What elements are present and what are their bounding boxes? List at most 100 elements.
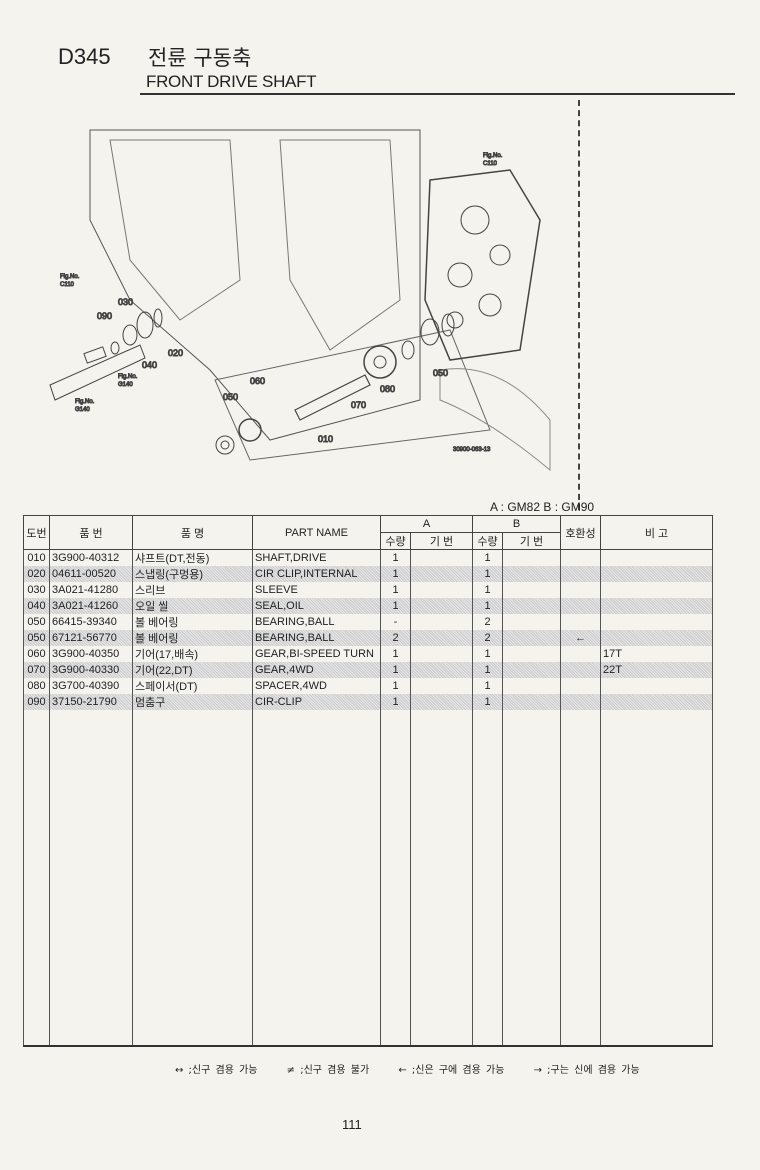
cell-compat — [560, 646, 601, 662]
cell-b-qty: 1 — [472, 582, 503, 598]
cell-part-name: SPACER,4WD — [252, 678, 381, 694]
cell-b-qty: 2 — [472, 614, 503, 630]
cell-part-no: 3G700-40390 — [49, 678, 133, 694]
cell-compat — [560, 582, 601, 598]
callout-050: 050 — [223, 392, 238, 402]
legend-item: ← ;신은 구에 겸용 가능 — [398, 1065, 505, 1076]
cell-remarks — [600, 630, 713, 646]
cell-no: 050 — [23, 614, 50, 630]
cell-serial — [502, 582, 561, 598]
compat-legend: ↔ ;신구 겸용 가능 ≠ ;신구 겸용 불가 ← ;신은 구에 겸용 가능 →… — [175, 1061, 664, 1076]
cell-compat — [560, 566, 601, 582]
empty-cell — [132, 710, 253, 1047]
empty-rows — [23, 710, 713, 1047]
col-remarks: 비 고 — [600, 515, 713, 550]
col-part-no: 품 번 — [49, 515, 133, 550]
cell-serial — [410, 614, 473, 630]
cell-remarks — [600, 549, 713, 566]
cell-a-qty: 1 — [380, 694, 411, 710]
cell-remarks — [600, 678, 713, 694]
cell-serial — [410, 582, 473, 598]
cell-a-qty: 2 — [380, 630, 411, 646]
empty-cell — [472, 710, 503, 1047]
cell-part-no: 3A021-41280 — [49, 582, 133, 598]
cell-compat — [560, 662, 601, 678]
cell-no: 050 — [23, 630, 50, 646]
cell-part-name: SEAL,OIL — [252, 598, 381, 614]
cell-b-qty: 1 — [472, 566, 503, 582]
cell-b-qty: 1 — [472, 646, 503, 662]
cell-part-name: SHAFT,DRIVE — [252, 549, 381, 566]
cell-serial — [410, 646, 473, 662]
cell-name-ko: 멈춤구 — [132, 694, 253, 710]
cell-b-qty: 1 — [472, 598, 503, 614]
fig-ref-label: Fig.No. — [60, 274, 80, 280]
cell-serial — [410, 598, 473, 614]
cell-remarks — [600, 694, 713, 710]
title-korean: 전륜 구동축 — [148, 46, 252, 70]
cell-serial — [502, 549, 561, 566]
cell-serial — [410, 566, 473, 582]
model-legend: A : GM82 B : GM90 — [490, 500, 595, 514]
cell-compat — [560, 694, 601, 710]
cell-remarks: 22T — [600, 662, 713, 678]
legend-item: ≠ ;신구 겸용 불가 — [286, 1065, 370, 1076]
cell-part-name: BEARING,BALL — [252, 630, 381, 646]
cell-no: 040 — [23, 598, 50, 614]
cell-name-ko: 볼 베어링 — [132, 630, 253, 646]
cell-no: 090 — [23, 694, 50, 710]
cell-part-name: GEAR,BI-SPEED TURN — [252, 646, 381, 662]
cell-part-no: 37150-21790 — [49, 694, 133, 710]
cell-b-qty: 2 — [472, 630, 503, 646]
cell-part-no: 3G900-40350 — [49, 646, 133, 662]
fig-ref-c110: C110 — [483, 161, 498, 167]
cell-no: 080 — [23, 678, 50, 694]
cell-a-qty: 1 — [380, 566, 411, 582]
cell-part-no: 3G900-40312 — [49, 549, 133, 566]
col-model-b: B — [472, 515, 561, 533]
cell-name-ko: 스냅링(구멍용) — [132, 566, 253, 582]
cell-serial — [502, 614, 561, 630]
cell-no: 030 — [23, 582, 50, 598]
cell-part-no: 04611-00520 — [49, 566, 133, 582]
fig-ref-label: Fig.No. — [75, 399, 95, 405]
cell-name-ko: 볼 베어링 — [132, 614, 253, 630]
fig-ref-g140: G140 — [118, 382, 133, 388]
cell-a-qty: 1 — [380, 582, 411, 598]
callout-030: 030 — [118, 297, 133, 307]
legend-item: ↔ ;신구 겸용 가능 — [175, 1065, 258, 1076]
cell-part-name: CIR-CLIP — [252, 694, 381, 710]
fig-ref-label: Fig.No. — [483, 153, 503, 159]
cell-compat — [560, 549, 601, 566]
empty-cell — [23, 710, 50, 1047]
cell-name-ko: 스페이서(DT) — [132, 678, 253, 694]
cell-b-qty: 1 — [472, 662, 503, 678]
col-compat: 호환성 — [560, 515, 601, 550]
cell-remarks — [600, 614, 713, 630]
cell-a-qty: - — [380, 614, 411, 630]
col-b-qty: 수량 — [472, 532, 503, 550]
callout-010: 010 — [318, 434, 333, 444]
col-a-qty: 수량 — [380, 532, 411, 550]
callout-020: 020 — [168, 348, 183, 358]
cell-b-qty: 1 — [472, 549, 503, 566]
cell-serial — [410, 678, 473, 694]
cell-serial — [502, 566, 561, 582]
empty-cell — [502, 710, 561, 1047]
cell-part-name: GEAR,4WD — [252, 662, 381, 678]
col-b-serial: 기 번 — [502, 532, 561, 550]
cell-name-ko: 오일 씰 — [132, 598, 253, 614]
callout-080: 080 — [380, 384, 395, 394]
cell-b-qty: 1 — [472, 694, 503, 710]
empty-cell — [252, 710, 381, 1047]
cell-serial — [502, 678, 561, 694]
cell-part-no: 66415-39340 — [49, 614, 133, 630]
callout-060: 060 — [250, 376, 265, 386]
cell-a-qty: 1 — [380, 678, 411, 694]
cell-part-name: BEARING,BALL — [252, 614, 381, 630]
